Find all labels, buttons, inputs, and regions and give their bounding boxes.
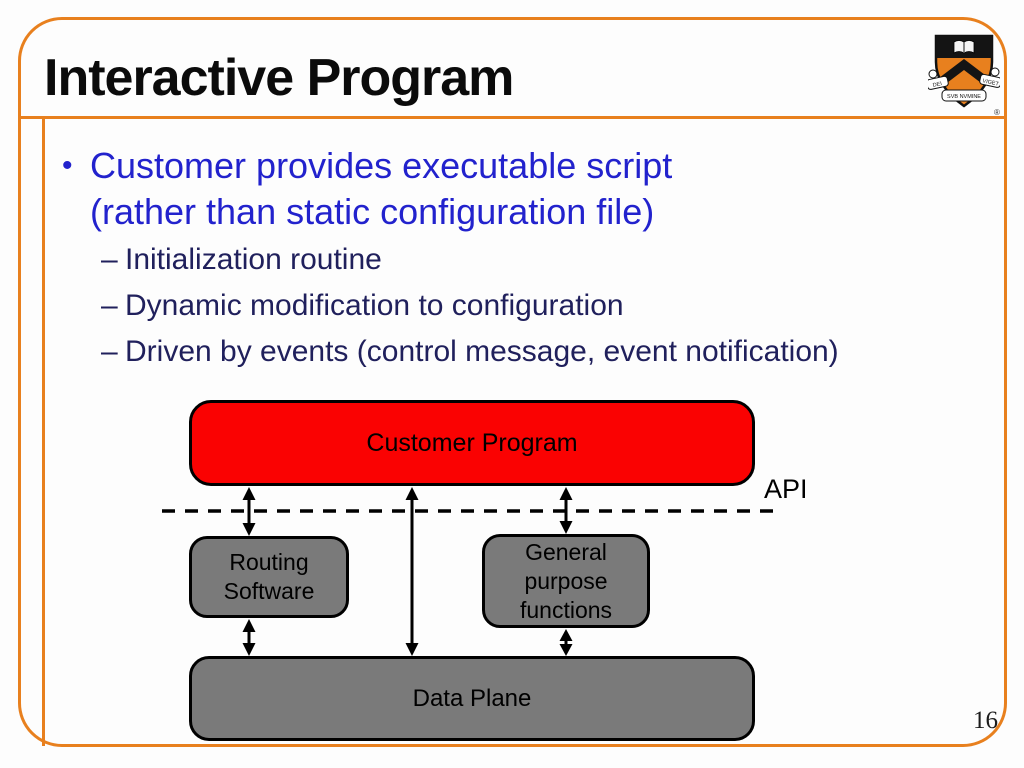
sub-bullet-text: Driven by events (control message, event…: [125, 335, 839, 368]
node-routing-software: Routing Software: [189, 536, 349, 618]
bullet-text-line1: Customer provides executable script: [90, 145, 673, 186]
page-number: 16: [973, 707, 998, 734]
title-divider-line: [19, 116, 1005, 119]
node-general-purpose-functions: General purpose functions: [482, 534, 650, 628]
sub-bullet-item: –Initialization routine: [101, 242, 382, 278]
bullet-text-line2: (rather than static configuration file): [90, 191, 655, 232]
registered-mark: ®: [994, 108, 1000, 117]
svg-text:DEI: DEI: [932, 81, 943, 89]
svg-text:SVB NVMINE: SVB NVMINE: [947, 94, 981, 100]
sub-bullet-item: –Dynamic modification to configuration: [101, 288, 624, 324]
node-data-plane: Data Plane: [189, 656, 755, 741]
page-title: Interactive Program: [44, 49, 514, 107]
node-customer-program: Customer Program: [189, 400, 755, 486]
bullet-item-main: • Customer provides executable script: [62, 146, 672, 186]
sub-bullet-text: Dynamic modification to configuration: [125, 289, 624, 322]
sub-bullet-marker: –: [101, 243, 118, 276]
sub-bullet-marker: –: [101, 335, 118, 368]
princeton-shield-logo: DEI VIGET SVB NVMINE ®: [928, 34, 1000, 117]
api-label: API: [764, 474, 808, 504]
chevron-icon: [939, 59, 989, 89]
bullet-marker: •: [62, 149, 73, 182]
left-accent-line: [42, 116, 45, 746]
sub-bullet-text: Initialization routine: [125, 243, 382, 276]
slide-border-frame: [18, 17, 1007, 747]
sub-bullet-marker: –: [101, 289, 118, 322]
svg-text:VIGET: VIGET: [982, 78, 1000, 87]
motto-scroll: DEI VIGET SVB NVMINE: [928, 67, 1000, 102]
sub-bullet-item: –Driven by events (control message, even…: [101, 334, 839, 370]
